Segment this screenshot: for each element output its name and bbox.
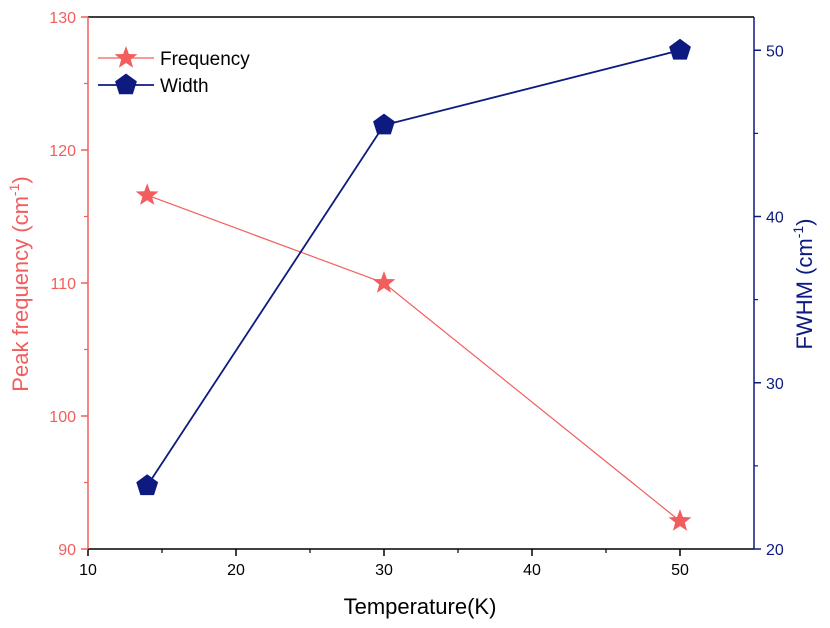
x-tick-label: 50 xyxy=(671,562,689,579)
right-tick-label: 20 xyxy=(766,542,784,559)
left-axis-title-superscript: -1 xyxy=(6,183,22,196)
legend-label-frequency: Frequency xyxy=(160,49,250,70)
x-tick-label: 20 xyxy=(227,562,245,579)
right-tick-label: 30 xyxy=(766,376,784,393)
data-point-width xyxy=(373,113,395,135)
left-tick-label: 130 xyxy=(49,10,76,27)
left-tick-label: 90 xyxy=(58,542,76,559)
axes: 10 20 30 40 50 90 100 110 120 130 20 30 40 50 xyxy=(49,10,784,579)
series-line-width xyxy=(146,49,681,487)
data-point-width xyxy=(669,38,691,60)
series-line-frequency xyxy=(146,194,681,522)
right-axis-title-superscript: -1 xyxy=(790,226,806,239)
legend-label-width: Width xyxy=(160,76,209,97)
right-tick-label: 50 xyxy=(766,43,784,60)
legend-star-icon xyxy=(114,46,138,68)
right-axis-title-end: ) xyxy=(792,219,817,226)
data-point-frequency xyxy=(372,271,396,293)
data-point-frequency xyxy=(135,183,159,205)
x-axis-title: Temperature(K) xyxy=(344,594,497,619)
x-tick-label: 30 xyxy=(375,562,393,579)
left-axis-title: Peak frequency (cm-1) xyxy=(6,176,33,391)
series-layer xyxy=(135,38,692,531)
data-point-width xyxy=(136,474,159,496)
left-axis-title-end: ) xyxy=(8,176,33,183)
left-tick-label: 100 xyxy=(49,409,76,426)
right-axis-title-main: FWHM (cm xyxy=(792,238,817,349)
x-tick-label: 40 xyxy=(523,562,541,579)
right-axis-title: FWHM (cm-1) xyxy=(790,219,817,350)
x-tick-label: 10 xyxy=(79,562,97,579)
right-tick-label: 40 xyxy=(766,210,784,227)
data-point-frequency xyxy=(668,509,692,531)
left-tick-label: 120 xyxy=(49,143,76,160)
left-axis-title-main: Peak frequency (cm xyxy=(8,196,33,392)
left-tick-label: 110 xyxy=(50,276,76,293)
legend-pentagon-icon xyxy=(115,73,137,95)
